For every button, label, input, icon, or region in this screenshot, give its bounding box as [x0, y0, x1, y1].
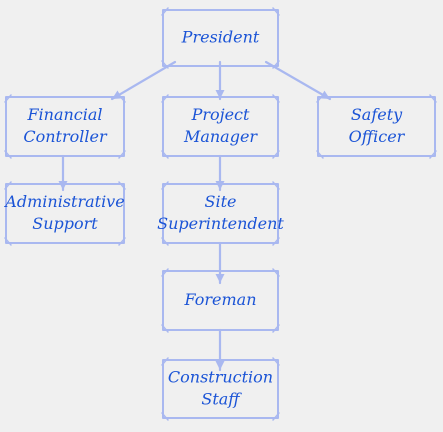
node-label: Manager [183, 127, 258, 146]
corner-stroke [118, 150, 126, 159]
node-label: Financial [26, 105, 102, 124]
arrowhead [215, 274, 225, 283]
corner-stroke [272, 150, 280, 159]
corner-stroke [272, 268, 280, 277]
corner-stroke [272, 181, 280, 190]
corner-stroke [161, 181, 169, 190]
node-label: Foreman [184, 290, 257, 309]
node-label: Construction [168, 368, 273, 387]
connector-president-to-project-manager [215, 60, 225, 101]
arrowhead [215, 90, 225, 99]
corner-stroke [161, 357, 169, 366]
connector-foreman-to-construction-staff [215, 328, 225, 372]
corner-stroke [161, 60, 169, 69]
node-box [317, 96, 436, 157]
corner-stroke [118, 237, 126, 246]
corner-stroke [118, 94, 126, 103]
node-label: Officer [349, 127, 406, 146]
node-foreman: Foreman [161, 268, 280, 333]
connectors [58, 60, 332, 372]
corner-stroke [316, 150, 324, 159]
corner-stroke [161, 237, 169, 246]
corner-stroke [4, 94, 12, 103]
corner-stroke [161, 150, 169, 159]
node-label: Controller [23, 127, 108, 146]
connector-president-to-safety-officer [264, 60, 332, 101]
corner-stroke [161, 7, 169, 16]
connector-line [110, 60, 177, 101]
corner-stroke [161, 324, 169, 333]
node-box [162, 270, 279, 331]
arrowhead [215, 361, 225, 370]
node-box [162, 96, 279, 157]
corner-stroke [429, 150, 437, 159]
node-box [5, 183, 125, 244]
corner-stroke [272, 7, 280, 16]
node-label: Site [205, 192, 237, 211]
connector-president-to-financial-controller [110, 60, 177, 101]
corner-stroke [4, 150, 12, 159]
corner-stroke [316, 94, 324, 103]
node-label: Support [32, 214, 98, 233]
node-box [5, 96, 125, 157]
corner-stroke [272, 237, 280, 246]
arrowhead [215, 181, 225, 190]
node-label: Project [191, 105, 250, 124]
corner-stroke [4, 181, 12, 190]
corner-stroke [4, 237, 12, 246]
corner-stroke [272, 94, 280, 103]
corner-stroke [118, 181, 126, 190]
connector-line [264, 60, 332, 101]
node-label: Safety [351, 105, 403, 124]
node-label: Staff [201, 390, 242, 409]
corner-stroke [272, 60, 280, 69]
corner-stroke [429, 94, 437, 103]
node-box [162, 183, 279, 244]
corner-stroke [272, 324, 280, 333]
node-label: President [181, 28, 260, 47]
corner-stroke [161, 94, 169, 103]
node-label: Administrative [3, 192, 124, 211]
corner-stroke [161, 412, 169, 421]
arrowhead [58, 181, 68, 190]
corner-stroke [161, 268, 169, 277]
corner-stroke [272, 412, 280, 421]
corner-stroke [272, 357, 280, 366]
node-box [162, 359, 279, 419]
node-box [162, 9, 279, 67]
connector-site-superintendent-to-foreman [215, 241, 225, 285]
node-label: Superintendent [157, 214, 284, 233]
node-president: President [161, 7, 280, 69]
